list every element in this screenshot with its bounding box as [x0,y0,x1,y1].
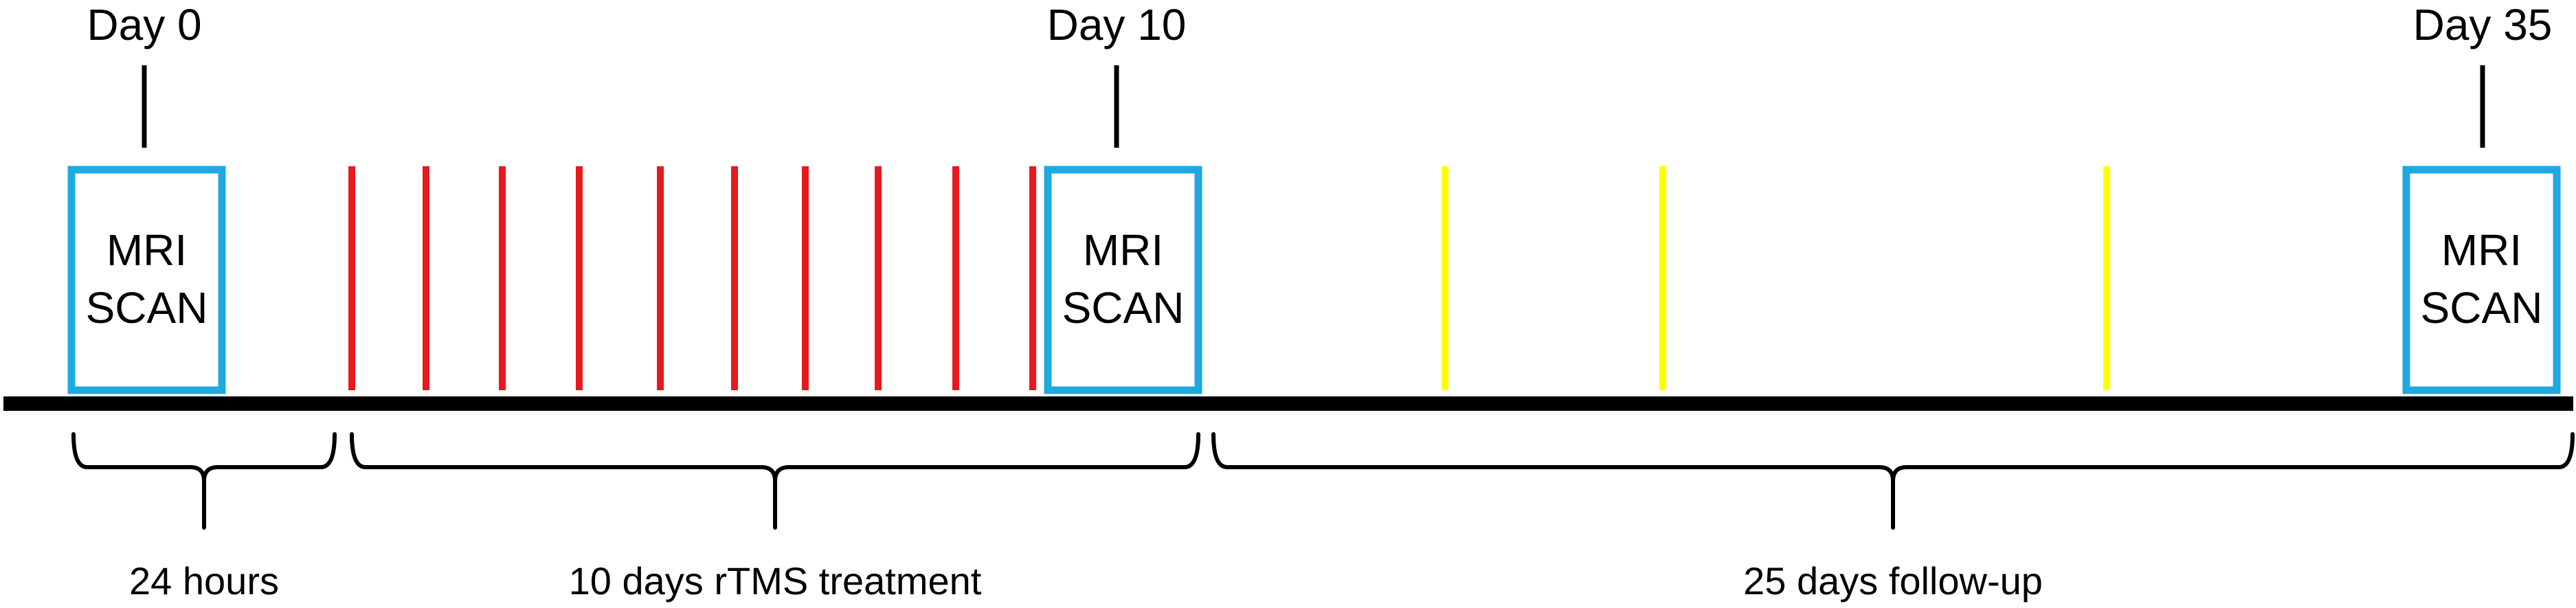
scan-box-frame [2402,166,2561,394]
scan-box-line2: SCAN [2421,283,2543,333]
mri-scan-box-day-0: MRI SCAN [67,166,226,394]
scan-box-line2: SCAN [86,283,208,333]
scan-box-frame [67,166,226,394]
phase-brace-follow-up [1211,432,2575,530]
scan-box-line2: SCAN [1062,283,1185,333]
timeline-axis [3,396,2573,411]
phase-brace-24-hours [71,432,337,530]
phase-label-24-hours: 24 hours [129,559,279,603]
scan-box-line1: MRI [2441,225,2522,275]
scan-box-line1: MRI [1083,225,1163,275]
day-10-label: Day 10 [1047,0,1187,49]
mri-scan-box-day-35: MRI SCAN [2402,166,2561,394]
day-35-label: Day 35 [2413,0,2553,49]
day-0-label: Day 0 [87,0,201,49]
mri-scan-box-day-10: MRI SCAN [1044,166,1202,394]
phase-label-follow-up: 25 days follow-up [1743,559,2043,603]
scan-box-line1: MRI [107,225,187,275]
scan-box-frame [1044,166,1202,394]
phase-brace-rtms-treatment [350,432,1200,530]
phase-label-rtms-treatment: 10 days rTMS treatment [569,559,982,603]
treatment-session-ticks [348,166,1036,390]
followup-session-ticks [1442,166,2110,390]
